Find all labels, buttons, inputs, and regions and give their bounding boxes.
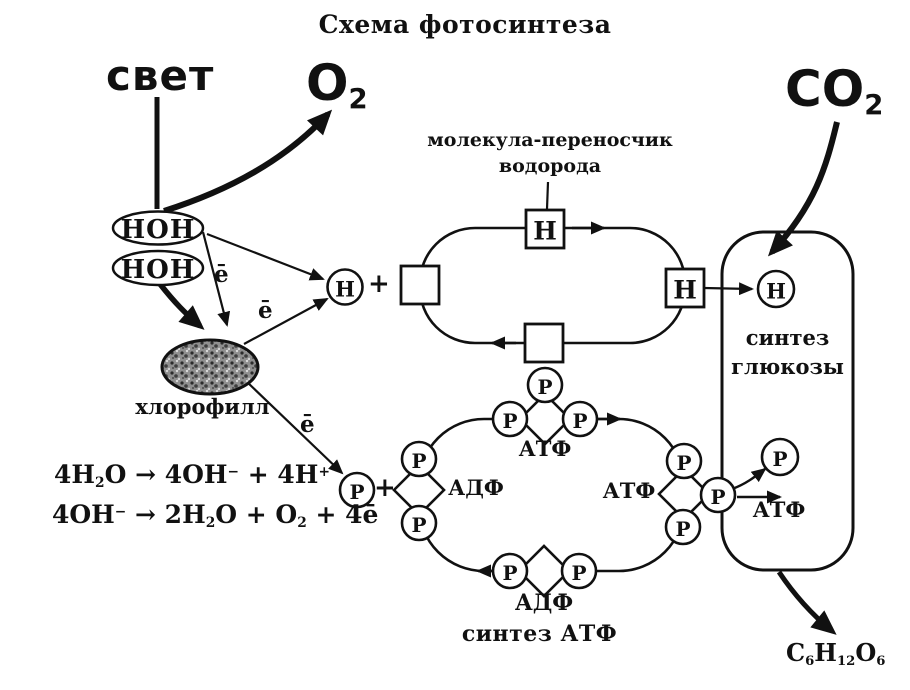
electron-arrow-chlorophyll-to-phosphate	[245, 380, 344, 475]
phosphate-letter: P	[411, 449, 426, 473]
electron-label-1: ē	[214, 261, 229, 288]
phosphate-circle-adp-left-bottom	[400, 504, 438, 542]
phosphate-letter: P	[349, 480, 364, 504]
water-label-1: НОН	[121, 215, 196, 245]
atp-synthesis-label: синтез АТФ	[461, 621, 618, 647]
glucose-formula-label: C6H12O6	[786, 638, 886, 669]
phosphate-letter: P	[537, 375, 552, 399]
co2-input-arrow	[767, 121, 840, 257]
atp-label-top: АТФ	[518, 436, 572, 461]
phosphate-letter: P	[772, 447, 787, 471]
arrow-water-to-hydrogen	[206, 232, 325, 281]
co2-label: CO2	[785, 60, 884, 122]
light-label: свет	[106, 51, 215, 100]
phosphate-letter: P	[710, 485, 725, 509]
phosphate-letter: P	[502, 561, 517, 585]
phosphate-circle-at-box-edge	[699, 476, 737, 514]
carrier-label-pointer-line	[545, 181, 550, 210]
chlorophyll-oval	[160, 338, 260, 396]
hydrogen-circle-glucose	[756, 269, 796, 309]
carrier-square-bottom-empty	[523, 322, 565, 364]
electron-label-2: ē	[258, 297, 273, 324]
phosphate-circle-adp-bottom-left	[491, 552, 529, 590]
carrier-square-top-h	[524, 208, 566, 250]
electron-arrow-chlorophyll-to-hydrogen	[243, 298, 329, 345]
plus-sign-hydrogen: +	[368, 269, 390, 299]
arrow-phosphate-release	[731, 467, 767, 491]
water-molecule-oval-1	[111, 210, 205, 246]
electron-label-3: ē	[300, 411, 315, 438]
phosphate-circles	[338, 366, 800, 590]
phosphate-circle-atp-right-top	[665, 442, 703, 480]
carrier-label-line1: молекула-переносчик	[427, 129, 673, 151]
phosphate-letter: P	[571, 561, 586, 585]
hydrogen-circle-glucose-label: H	[766, 279, 786, 304]
phosphate-circle-atp-top-up	[526, 366, 564, 404]
water-label-2: НОН	[121, 255, 196, 285]
phosphate-letter: P	[676, 451, 691, 475]
arrow-water-to-chlorophyll-thick	[157, 282, 205, 330]
carrier-top-h-label: H	[533, 217, 557, 246]
arrow-carrier-to-glucose-hydrogen	[703, 282, 754, 296]
adp-label-left: АДФ	[448, 475, 504, 500]
diagram-title: Схема фотосинтеза	[318, 10, 612, 39]
chlorophyll-label: хлорофилл	[135, 394, 270, 419]
phosphate-circle-released	[760, 437, 800, 477]
o2-release-arrow	[163, 109, 333, 214]
phosphate-circle-adp-bottom-right	[560, 552, 598, 590]
o2-label: O2	[306, 54, 368, 116]
carrier-right-h-label: H	[673, 276, 697, 305]
equation-1: 4H2O → 4OH− + 4H+	[54, 460, 330, 492]
phosphate-letter: P	[675, 517, 690, 541]
arrow-glucose-output	[776, 570, 837, 635]
phosphate-circle-adp-left-top	[400, 440, 438, 478]
equation-2: 4OH− → 2H2O + O2 + 4ē	[52, 500, 379, 532]
carrier-label-line2: водорода	[498, 155, 602, 177]
phosphate-letter: P	[572, 409, 587, 433]
phosphate-letter: P	[411, 513, 426, 537]
phosphate-circle-atp-top-left	[491, 400, 529, 438]
phosphate-circle-atp-right-bottom	[664, 508, 702, 546]
water-molecule-oval-2	[111, 249, 205, 287]
glucose-synthesis-label-line1: синтез	[745, 325, 830, 350]
hydrogen-circle-label: H	[335, 277, 355, 302]
adp-label-bottom: АДФ	[514, 590, 574, 616]
phosphate-letter: P	[502, 409, 517, 433]
atp-label-right: АТФ	[602, 478, 656, 503]
carrier-square-right-h	[664, 267, 706, 309]
phosphate-circle-free-left	[338, 471, 376, 509]
glucose-synthesis-label-line2: глюкозы	[731, 354, 844, 379]
atp-label-out: АТФ	[752, 497, 806, 522]
carrier-square-left-empty	[399, 264, 441, 306]
hydrogen-circle	[326, 268, 364, 306]
electron-arrow-water-to-chlorophyll	[201, 231, 231, 327]
phosphate-circle-atp-top-right	[561, 400, 599, 438]
phosphate-letters: P P P P P P P P P P P P	[349, 375, 787, 585]
plus-sign-phosphate: +	[374, 473, 396, 503]
